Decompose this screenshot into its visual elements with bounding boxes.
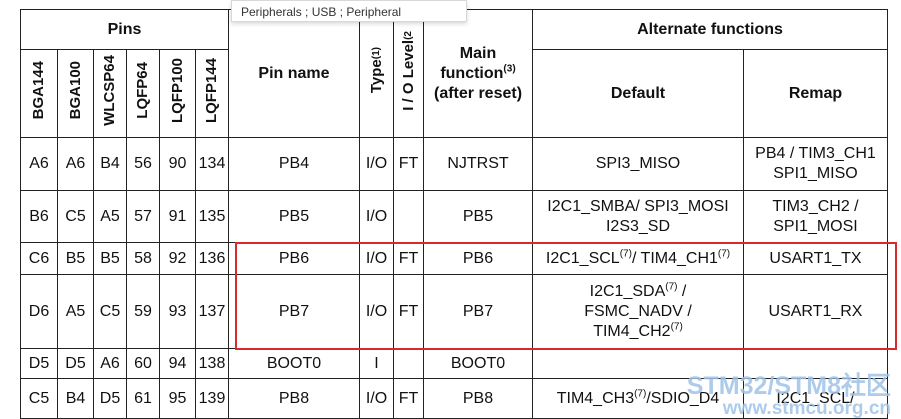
cell-lqfp100: 95 [159, 378, 196, 419]
cell-main-function: PB8 [423, 378, 533, 419]
cell-bga100: C5 [57, 190, 94, 243]
cell-remap: USART1_RX [743, 274, 888, 349]
cell-type: I/O [359, 137, 394, 191]
cell-pin-name: PB4 [228, 137, 360, 191]
cell-lqfp64: 59 [126, 274, 160, 349]
cell-bga144: C6 [20, 242, 58, 275]
cell-bga144: B6 [20, 190, 58, 243]
table-row: A6 A6 B4 56 90 134 PB4 I/O FT NJTRST SPI… [20, 137, 888, 191]
cell-lqfp144: 136 [195, 242, 229, 275]
cell-main-function: BOOT0 [423, 348, 533, 379]
cell-main-function: PB5 [423, 190, 533, 243]
io-level-header: I / O Level(2 [393, 9, 424, 138]
cell-bga144: D5 [20, 348, 58, 379]
cell-io-level: FT [393, 378, 424, 419]
cell-lqfp100: 91 [159, 190, 196, 243]
cell-lqfp64: 58 [126, 242, 160, 275]
cell-default: SPI3_MISO [532, 137, 744, 191]
cell-remap: TIM3_CH2 /SPI1_MOSI [743, 190, 888, 243]
cell-type: I [359, 348, 394, 379]
cell-main-function: PB6 [423, 242, 533, 275]
cell-wlcsp64: C5 [93, 274, 127, 349]
table-row: C5 B4 D5 61 95 139 PB8 I/O FT PB8 TIM4_C… [20, 378, 888, 419]
cell-type: I/O [359, 378, 394, 419]
cell-type: I/O [359, 190, 394, 243]
cell-lqfp144: 135 [195, 190, 229, 243]
cell-io-level [393, 190, 424, 243]
cell-bga100: A6 [57, 137, 94, 191]
cell-lqfp144: 138 [195, 348, 229, 379]
cell-bga144: D6 [20, 274, 58, 349]
remap-header: Remap [743, 49, 888, 138]
cell-bga144: C5 [20, 378, 58, 419]
type-header: Type(1) [359, 9, 394, 138]
cell-io-level: FT [393, 242, 424, 275]
cell-lqfp144: 139 [195, 378, 229, 419]
package-header-lqfp144: LQFP144 [195, 49, 229, 138]
cell-wlcsp64: B4 [93, 137, 127, 191]
cell-io-level: FT [393, 137, 424, 191]
cell-default: I2C1_SDA(7) / FSMC_NADV / TIM4_CH2(7) [532, 274, 744, 349]
cell-pin-name: PB5 [228, 190, 360, 243]
package-header-lqfp100: LQFP100 [159, 49, 196, 138]
cell-pin-name: PB8 [228, 378, 360, 419]
cell-bga100: B5 [57, 242, 94, 275]
default-header: Default [532, 49, 744, 138]
cell-lqfp144: 137 [195, 274, 229, 349]
cell-default: I2C1_SCL(7)/ TIM4_CH1(7) [532, 242, 744, 275]
cell-wlcsp64: B5 [93, 242, 127, 275]
cell-main-function: PB7 [423, 274, 533, 349]
cell-pin-name: PB6 [228, 242, 360, 275]
table-row: C6 B5 B5 58 92 136 PB6 I/O FT PB6 I2C1_S… [20, 242, 888, 275]
cell-type: I/O [359, 274, 394, 349]
table-row: B6 C5 A5 57 91 135 PB5 I/O PB5 I2C1_SMBA… [20, 190, 888, 243]
cell-lqfp144: 134 [195, 137, 229, 191]
table-row: D6 A5 C5 59 93 137 PB7 I/O FT PB7 I2C1_S… [20, 274, 888, 349]
cell-io-level [393, 348, 424, 379]
cell-remap: USART1_TX [743, 242, 888, 275]
cell-wlcsp64: D5 [93, 378, 127, 419]
cell-lqfp100: 93 [159, 274, 196, 349]
cell-lqfp64: 60 [126, 348, 160, 379]
cell-default: TIM4_CH3(7)/SDIO_D4 [532, 378, 744, 419]
cell-lqfp64: 56 [126, 137, 160, 191]
cell-bga100: B4 [57, 378, 94, 419]
package-header-bga100: BGA100 [57, 49, 94, 138]
package-header-wlcsp64: WLCSP64 [93, 49, 127, 138]
pinout-table: Pins Pin name Type(1) I / O Level(2 Main… [20, 9, 888, 419]
cell-default [532, 348, 744, 379]
watermark-line1: STM32/STM8社区 [686, 372, 891, 400]
table-row: D5 D5 A6 60 94 138 BOOT0 I BOOT0 [20, 348, 888, 379]
cell-bga100: D5 [57, 348, 94, 379]
package-header-lqfp64: LQFP64 [126, 49, 160, 138]
cell-io-level: FT [393, 274, 424, 349]
package-header-bga144: BGA144 [20, 49, 58, 138]
cell-wlcsp64: A6 [93, 348, 127, 379]
cell-lqfp100: 92 [159, 242, 196, 275]
cell-lqfp100: 90 [159, 137, 196, 191]
cell-bga144: A6 [20, 137, 58, 191]
watermark-line2: www.stmcu.org.cn [722, 398, 891, 419]
cell-lqfp64: 57 [126, 190, 160, 243]
cell-lqfp64: 61 [126, 378, 160, 419]
cell-main-function: NJTRST [423, 137, 533, 191]
watermark: STM32/STM8社区 www.stmcu.org.cn [687, 372, 891, 418]
cell-pin-name: BOOT0 [228, 348, 360, 379]
main-function-header: Main function(3) (after reset) [423, 9, 533, 138]
cell-remap [743, 348, 888, 379]
pin-name-header: Pin name [228, 9, 360, 138]
pins-header: Pins [20, 9, 229, 50]
cell-lqfp100: 94 [159, 348, 196, 379]
cell-pin-name: PB7 [228, 274, 360, 349]
cell-bga100: A5 [57, 274, 94, 349]
cell-type: I/O [359, 242, 394, 275]
alternate-functions-header: Alternate functions [532, 9, 888, 50]
cell-wlcsp64: A5 [93, 190, 127, 243]
tooltip: Peripherals ; USB ; Peripheral [231, 0, 467, 22]
